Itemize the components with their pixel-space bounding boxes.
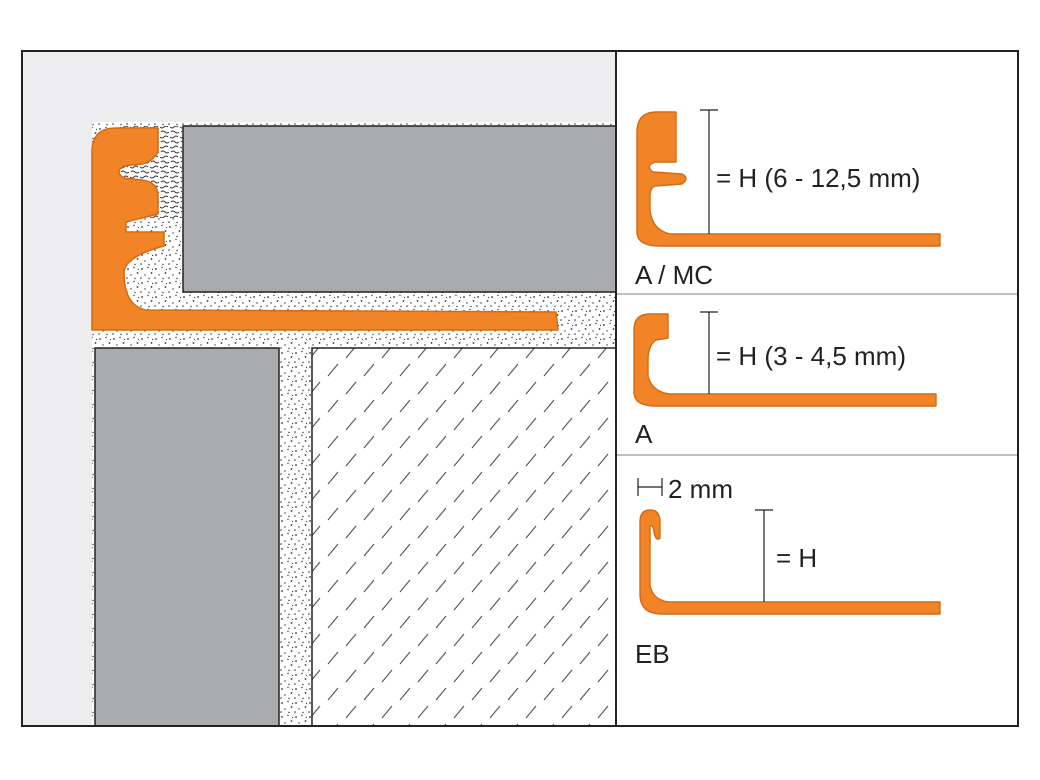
profile-a-mc-shape: [636, 111, 941, 247]
variant-label-a-mc: A / MC: [635, 260, 713, 290]
profile-section-shape: [91, 127, 559, 331]
profile-panel-a-mc: = H (6 - 12,5 mm) A / MC: [635, 109, 941, 290]
profile-panel-eb: 2 mm = H EB: [635, 474, 941, 669]
variant-label-eb: EB: [635, 639, 670, 669]
lower-tile: [94, 347, 280, 727]
upper-tile: [182, 125, 617, 293]
profile-panel-a: = H (3 - 4,5 mm) A: [633, 311, 937, 449]
profile-eb-shape: [639, 509, 941, 615]
outer-frame: [21, 50, 1019, 727]
profile-legend: = H (6 - 12,5 mm) A / MC = H (3 - 4,5 mm…: [616, 109, 1018, 669]
height-label-eb: = H: [776, 543, 817, 573]
thickness-label-eb: 2 mm: [668, 474, 733, 504]
height-label-a-mc: = H (6 - 12,5 mm): [716, 163, 920, 193]
profile-a-shape: [633, 313, 937, 407]
screed-substrate: [311, 347, 617, 727]
cross-section: [22, 51, 617, 727]
height-label-a: = H (3 - 4,5 mm): [716, 341, 906, 371]
variant-label-a: A: [635, 419, 653, 449]
